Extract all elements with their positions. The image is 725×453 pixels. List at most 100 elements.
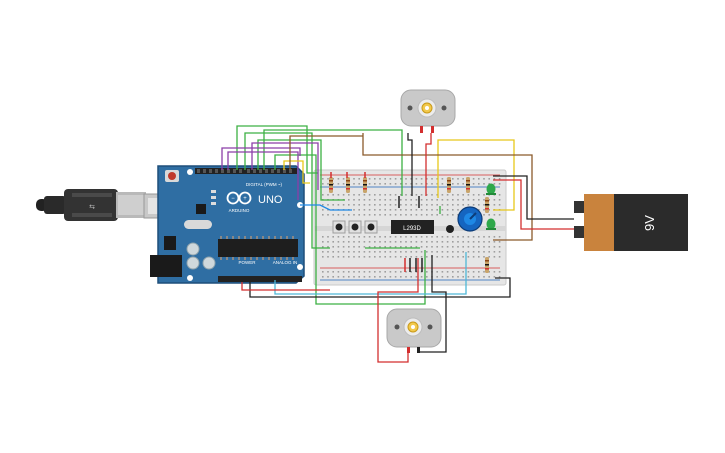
breadboard-hole (420, 236, 423, 238)
breadboard-hole (358, 251, 360, 253)
breadboard-hole (472, 271, 475, 273)
breadboard-hole (348, 276, 350, 278)
breadboard-hole (348, 246, 350, 248)
breadboard-hole (426, 271, 428, 273)
breadboard-hole (498, 236, 501, 238)
breadboard-hole (478, 251, 480, 253)
wire-purple (227, 151, 299, 200)
wire-green (263, 129, 403, 196)
breadboard-hole (337, 256, 340, 258)
breadboard-hole (426, 204, 428, 206)
breadboard-hole (394, 194, 397, 196)
breadboard-hole (332, 276, 334, 278)
breadboard-hole (462, 199, 464, 201)
breadboard-hole (322, 214, 324, 216)
breadboard-hole (353, 194, 355, 196)
breadboard-hole (342, 194, 345, 196)
breadboard-hole (405, 276, 407, 278)
breadboard-hole (483, 276, 485, 278)
breadboard-hole (462, 246, 464, 248)
breadboard-hole (483, 199, 485, 201)
breadboard-hole (431, 214, 433, 216)
breadboard-hole (446, 194, 449, 196)
breadboard-hole (452, 178, 454, 180)
breadboard-hole (441, 214, 444, 216)
breadboard-hole (426, 236, 428, 238)
breadboard-hole (332, 251, 334, 253)
breadboard-hole (426, 199, 428, 201)
breadboard-hole (462, 256, 464, 258)
breadboard-hole (452, 241, 454, 243)
breadboard-hole (457, 246, 459, 248)
breadboard-hole (431, 246, 433, 248)
breadboard-hole (441, 178, 444, 180)
arduino-uno-board: DIGITAL (PWM ~) − + UNO ARDUINO (150, 165, 305, 284)
breadboard-hole (400, 194, 402, 196)
breadboard-hole (436, 271, 438, 273)
analog-header-label: ANALOG IN (273, 260, 298, 265)
breadboard-hole (452, 271, 454, 273)
breadboard-hole (446, 204, 449, 206)
wire-green (236, 125, 318, 174)
breadboard-hole (322, 183, 324, 185)
breadboard-hole (348, 194, 350, 196)
breadboard-hole (322, 251, 324, 253)
breadboard-hole (410, 209, 412, 211)
breadboard-hole (400, 271, 402, 273)
breadboard-hole (322, 241, 324, 243)
breadboard-hole (415, 276, 418, 278)
breadboard-hole (342, 183, 345, 185)
breadboard-hole (446, 271, 449, 273)
breadboard-hole (498, 271, 501, 273)
breadboard-hole (374, 194, 376, 196)
breadboard-hole (374, 209, 376, 211)
breadboard-hole (384, 209, 386, 211)
breadboard-hole (405, 214, 407, 216)
breadboard-hole (488, 183, 490, 185)
breadboard-hole (342, 276, 345, 278)
breadboard-hole (457, 194, 459, 196)
breadboard-hole (384, 276, 386, 278)
breadboard-hole (379, 251, 381, 253)
wire-purple (221, 147, 301, 170)
breadboard-hole (426, 241, 428, 243)
breadboard-hole (358, 271, 360, 273)
breadboard-hole (493, 214, 496, 216)
breadboard-hole (431, 178, 433, 180)
potentiometer-icon (457, 206, 483, 232)
breadboard-hole (337, 236, 340, 238)
breadboard-hole (379, 178, 381, 180)
breadboard-hole (337, 178, 340, 180)
breadboard-hole (446, 241, 449, 243)
breadboard-hole (322, 194, 324, 196)
board-brand: ARDUINO (229, 208, 250, 213)
wire-black (407, 133, 413, 196)
breadboard-hole (394, 256, 397, 258)
wire-cyan (274, 252, 467, 295)
breadboard-hole (452, 251, 454, 253)
breadboard-hole (379, 183, 381, 185)
breadboard-hole (415, 209, 418, 211)
breadboard-hole (363, 276, 366, 278)
breadboard-hole (415, 236, 418, 238)
wire-black (493, 175, 574, 220)
wire-blue (300, 204, 352, 211)
breadboard-hole (420, 214, 423, 216)
breadboard-hole (379, 194, 381, 196)
breadboard-hole (337, 246, 340, 248)
breadboard-hole (426, 194, 428, 196)
breadboard-hole (462, 178, 464, 180)
breadboard-hole (420, 246, 423, 248)
power-header-label: POWER (238, 260, 256, 265)
breadboard-hole (374, 183, 376, 185)
breadboard-hole (436, 178, 438, 180)
breadboard-hole (467, 241, 470, 243)
breadboard-hole (488, 199, 490, 201)
breadboard-hole (327, 204, 329, 206)
breadboard-hole (478, 204, 480, 206)
breadboard-hole (426, 209, 428, 211)
breadboard-hole (358, 236, 360, 238)
breadboard-hole (410, 271, 412, 273)
breadboard-hole (436, 251, 438, 253)
breadboard-hole (436, 256, 438, 258)
